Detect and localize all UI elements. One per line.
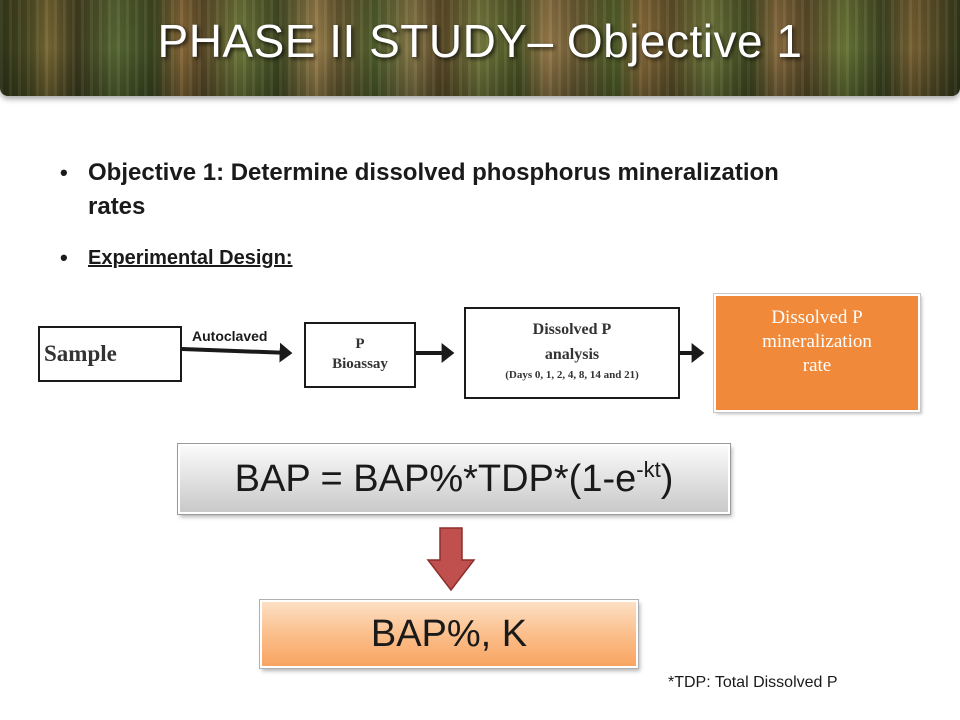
result-text: BAP%, K: [370, 613, 528, 655]
rate-line-2: mineralization: [762, 331, 872, 352]
bullet-design: • Experimental Design:: [58, 244, 818, 272]
formula-close: ): [660, 458, 674, 500]
rate-line-1: Dissolved P: [771, 307, 863, 328]
title-banner: PHASE II STUDY– Objective 1: [0, 0, 960, 96]
slide-title: PHASE II STUDY– Objective 1: [157, 15, 803, 67]
bullet-list: • Objective 1: Determine dissolved phosp…: [58, 156, 818, 272]
rate-line-3: rate: [802, 355, 832, 376]
bullet-design-text: Experimental Design:: [88, 247, 293, 269]
sample-box: Sample: [38, 326, 182, 382]
analysis-days: (Days 0, 1, 2, 4, 8, 14 and 21): [505, 369, 639, 381]
down-arrow-icon: [426, 527, 476, 592]
bioassay-line-1: P: [355, 336, 365, 352]
analysis-box: Dissolved P analysis (Days 0, 1, 2, 4, 8…: [464, 307, 680, 399]
analysis-line-1: Dissolved P: [532, 321, 612, 338]
formula-box: BAP = BAP%*TDP*(1-e-kt): [177, 443, 731, 515]
banner-texture: [0, 0, 960, 96]
bioassay-box: P Bioassay: [304, 322, 416, 388]
formula-exponent: -kt: [636, 457, 661, 482]
bullet-objective-text: Objective 1: Determine dissolved phospho…: [88, 159, 779, 220]
sample-label: Sample: [44, 341, 117, 366]
bullet-dot-icon: •: [60, 245, 68, 270]
result-box: BAP%, K: [259, 599, 639, 669]
footnote: *TDP: Total Dissolved P: [668, 674, 838, 691]
analysis-line-2: analysis: [544, 346, 600, 363]
mineralization-rate-box: Dissolved P mineralization rate: [713, 293, 921, 413]
formula-main: BAP = BAP%*TDP*(1-e: [234, 458, 637, 500]
bullet-dot-icon: •: [60, 160, 68, 185]
arrow-sample-to-bioassay: [181, 342, 293, 363]
autoclaved-label: Autoclaved: [192, 328, 268, 344]
bullet-objective: • Objective 1: Determine dissolved phosp…: [58, 156, 818, 224]
bioassay-line-2: Bioassay: [332, 356, 388, 372]
